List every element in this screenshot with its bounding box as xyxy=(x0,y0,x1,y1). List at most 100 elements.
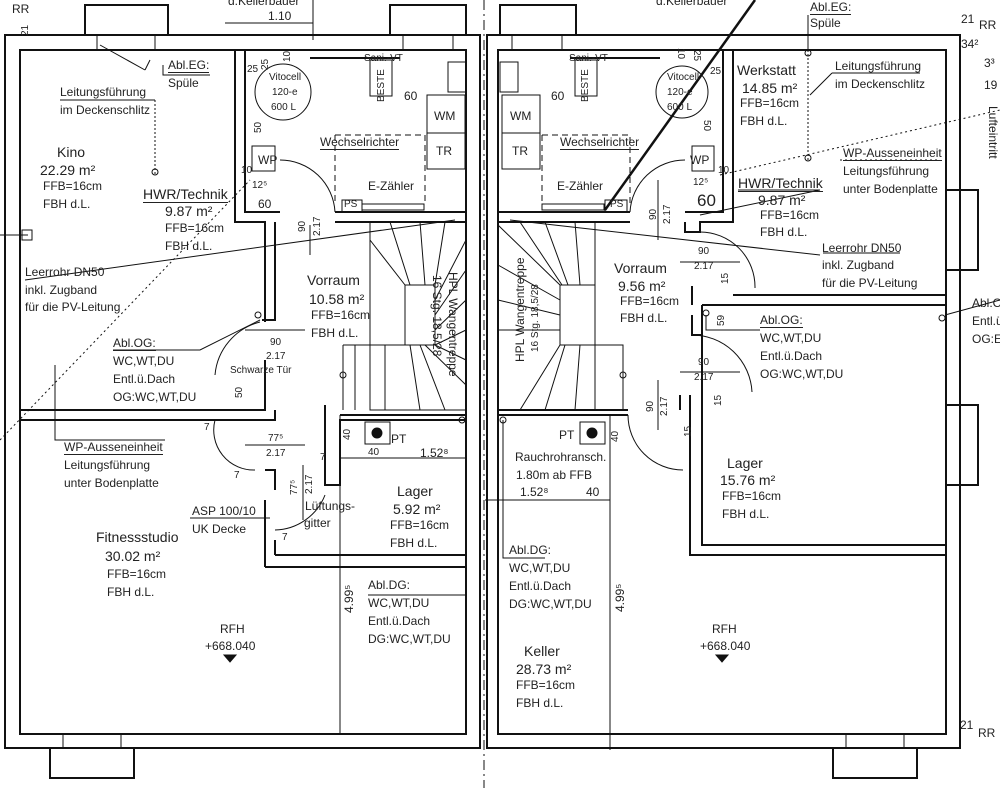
right-rfh-marker xyxy=(714,654,730,663)
right-stair-label: HPL Wangentreppe xyxy=(513,257,527,362)
left-rfh-marker xyxy=(222,654,238,663)
room-hwr-left-ffb: FFB=16cm xyxy=(165,221,225,235)
left-dim-7b: 7 xyxy=(234,470,240,481)
room-hwr-right-area: 9.87 m² xyxy=(758,192,806,208)
room-keller-name: Keller xyxy=(524,643,560,659)
right-deckenschlitz-label: im Deckenschlitz xyxy=(835,77,926,91)
right-dim-60a: 60 xyxy=(551,89,565,103)
room-hwr-right-ffb: FFB=16cm xyxy=(760,208,820,222)
right-rfh-level: +668.040 xyxy=(700,639,751,653)
kellerbauer-right-label: d.Kellerbauer xyxy=(656,0,728,8)
left-dim-125: 12⁵ xyxy=(252,180,268,191)
room-hwr-right-fbh: FBH d.L. xyxy=(760,225,808,239)
right-og-1: WC,WT,DU xyxy=(760,331,822,345)
dim-34: 34² xyxy=(961,37,979,51)
right-dim-15b: 15 xyxy=(713,394,724,406)
room-kino-area: 22.29 m² xyxy=(40,162,96,178)
dim-3: 3³ xyxy=(984,56,995,70)
room-kino-name: Kino xyxy=(57,144,86,160)
right-og-3: OG:WC,WT,DU xyxy=(760,367,844,381)
right-abl-og-edge: Abl.O xyxy=(972,296,1000,310)
rr-label-br: RR xyxy=(978,726,996,740)
room-fitness-fbh: FBH d.L. xyxy=(107,585,155,599)
room-vorraum-right-name: Vorraum xyxy=(614,260,667,276)
room-kino-fbh: FBH d.L. xyxy=(43,197,91,211)
right-tr-label: TR xyxy=(512,144,528,158)
left-schwarze-tuer-label: Schwarze Tür xyxy=(230,365,292,376)
right-dim-60b: 60 xyxy=(697,191,716,210)
room-lager-left-area: 5.92 m² xyxy=(393,501,441,517)
right-dim-125: 12⁵ xyxy=(693,177,709,188)
right-dim-10b: 10 xyxy=(675,48,686,60)
left-pv-label: für die PV-Leitung xyxy=(25,300,121,314)
right-door1-height: 2.17 xyxy=(662,204,673,224)
dim-21-tr: 21 xyxy=(961,12,975,26)
right-stair-treads xyxy=(497,221,627,411)
right-door1-width: 90 xyxy=(648,208,659,220)
right-wp-aussen-label: WP-Ausseneinheit xyxy=(843,146,942,161)
left-door2-height: 2.17 xyxy=(266,351,286,362)
left-dim-25b: 25 xyxy=(260,58,271,70)
left-lueftung-label-1: Lüftungs- xyxy=(305,499,356,513)
right-og-2: Entl.ü.Dach xyxy=(760,349,823,363)
spuele-right-label: Spüle xyxy=(810,16,841,30)
left-ps-label: PS xyxy=(344,199,358,210)
left-spuele-label: Spüle xyxy=(168,76,199,90)
right-pt-label: PT xyxy=(559,428,575,442)
room-lager-right-ffb: FFB=16cm xyxy=(722,489,782,503)
left-abl-eg-label: Abl.EG: xyxy=(168,58,210,73)
right-door2-width: 90 xyxy=(698,246,710,257)
left-rfh-level: +668.040 xyxy=(205,639,256,653)
room-lager-left-fbh: FBH d.L. xyxy=(390,536,438,550)
left-dim-25a: 25 xyxy=(247,64,259,75)
room-kino-ffb: FFB=16cm xyxy=(43,179,103,193)
room-lager-right-area: 15.76 m² xyxy=(720,472,776,488)
right-door3-width: 90 xyxy=(698,357,710,368)
right-door2-height: 2.17 xyxy=(694,261,714,272)
room-vorraum-left-area: 10.58 m² xyxy=(309,291,365,307)
right-dim-25: 25 xyxy=(710,66,722,77)
left-leitung2-label: Leitungsführung xyxy=(64,458,151,472)
left-dim-60a: 60 xyxy=(404,89,418,103)
room-vorraum-right-fbh: FBH d.L. xyxy=(620,311,668,325)
right-leitung-label: Leitungsführung xyxy=(835,59,922,73)
left-stair-treads xyxy=(339,221,467,411)
right-dim-152: 1.52⁸ xyxy=(520,485,549,499)
right-dim-15a: 15 xyxy=(720,272,731,284)
dim-1-10: 1.10 xyxy=(268,9,292,23)
room-fitness-ffb: FFB=16cm xyxy=(107,567,167,581)
left-rfh-label: RFH xyxy=(220,622,245,636)
left-dg-3: DG:WC,WT,DU xyxy=(368,632,451,646)
right-abl-og-label: Abl.OG: xyxy=(760,313,803,328)
left-doors xyxy=(99,44,336,531)
left-door1-height: 2.17 xyxy=(312,216,323,236)
left-zugband-label: inkl. Zugband xyxy=(25,283,98,297)
left-og-3: OG:WC,WT,DU xyxy=(113,390,197,404)
left-dim-50: 50 xyxy=(253,121,264,133)
left-dim-7a: 7 xyxy=(204,422,210,433)
room-fitness-area: 30.02 m² xyxy=(105,548,161,564)
left-dim-50b: 50 xyxy=(234,386,245,398)
left-stair-steps: 16 Stg. 18,5/28 xyxy=(430,275,444,357)
left-leitung-label: Leitungsführung xyxy=(60,85,147,99)
left-door1-width: 90 xyxy=(297,220,308,232)
right-door4-height: 2.17 xyxy=(659,396,670,416)
right-doors xyxy=(627,159,756,471)
left-uk-decke-label: UK Decke xyxy=(192,522,247,536)
right-ezaehler-label: E-Zähler xyxy=(557,179,604,193)
left-door3-width: 77⁵ xyxy=(268,433,284,444)
right-dim-40b: 40 xyxy=(586,485,600,499)
kellerbauer-left-label: d.Kellerbauer xyxy=(228,0,300,8)
right-door4-width: 90 xyxy=(645,400,656,412)
room-keller-area: 28.73 m² xyxy=(516,661,572,677)
left-og-1: WC,WT,DU xyxy=(113,354,175,368)
right-dim-59: 59 xyxy=(716,314,727,326)
left-asp-label: ASP 100/10 xyxy=(192,504,256,518)
dim-21-br: 21 xyxy=(960,718,974,732)
left-vitocell-model: 120-e xyxy=(272,87,298,98)
right-entl-edge: Entl.ü xyxy=(972,314,1000,328)
room-vorraum-right-area: 9.56 m² xyxy=(618,278,666,294)
room-hwr-left-area: 9.87 m² xyxy=(165,203,213,219)
left-sani-vt-label: Sani.-VT xyxy=(364,53,403,64)
